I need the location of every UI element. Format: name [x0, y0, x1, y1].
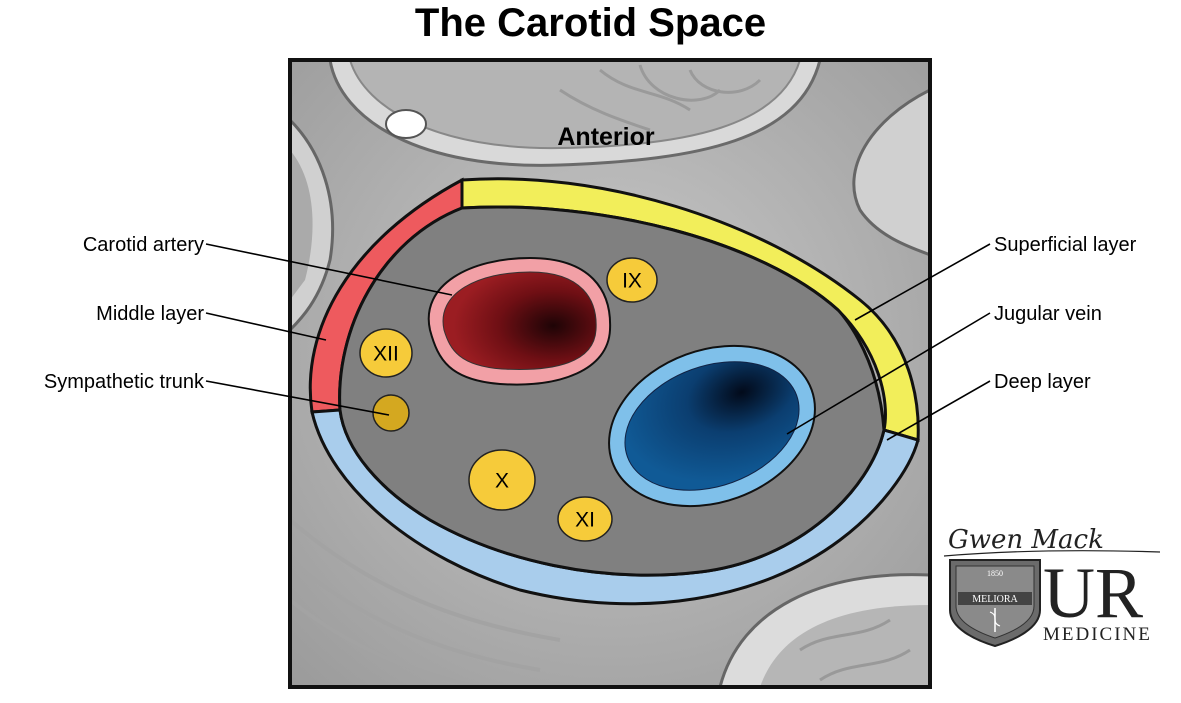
nerve-x: X: [468, 449, 536, 511]
superficial-layer-label: Superficial layer: [994, 234, 1137, 256]
deep-layer-label: Deep layer: [994, 371, 1091, 393]
diagram-frame: [288, 58, 932, 689]
leader-lines: [205, 243, 991, 441]
nerve-xi-label: XI: [575, 509, 595, 532]
seal-motto: MELIORA: [972, 594, 1018, 605]
brand-ur: UR: [1043, 553, 1143, 633]
middle-layer-label: Middle layer: [96, 303, 204, 325]
jugular-vein: [608, 344, 816, 508]
seal-year: 1850: [987, 569, 1003, 578]
deep-layer-leader: [886, 380, 991, 441]
sympathetic-trunk-node: [372, 394, 410, 432]
sympathetic-trunk-label: Sympathetic trunk: [44, 371, 205, 393]
carotid-artery-label: Carotid artery: [83, 234, 204, 256]
nerve-x-label: X: [495, 470, 509, 493]
nerve-xi: XI: [557, 496, 613, 542]
nerve-ix: IX: [606, 257, 658, 303]
diagram-title: The Carotid Space: [414, 1, 767, 45]
nerve-xii: XII: [359, 328, 413, 378]
carotid-artery: [427, 256, 612, 386]
nerve-ix-label: IX: [622, 270, 642, 293]
anterior-label: Anterior: [557, 123, 655, 151]
artist-signature: Gwen Mack: [948, 525, 1104, 555]
jugular-vein-leader: [786, 312, 991, 435]
ur-medicine-logo: Gwen Mack 1850 MELIORA UR MEDICINE: [943, 525, 1161, 648]
nerves: IX XII X XI: [359, 257, 658, 542]
jugular-vein-label: Jugular vein: [994, 303, 1102, 325]
carotid-artery-leader: [205, 243, 453, 296]
sympathetic-trunk-leader: [205, 380, 390, 416]
brand-medicine: MEDICINE: [1043, 624, 1152, 645]
superficial-layer-leader: [854, 243, 991, 321]
nerve-xii-label: XII: [373, 343, 399, 366]
middle-layer-leader: [205, 312, 327, 341]
seal-icon: 1850 MELIORA: [949, 559, 1041, 648]
